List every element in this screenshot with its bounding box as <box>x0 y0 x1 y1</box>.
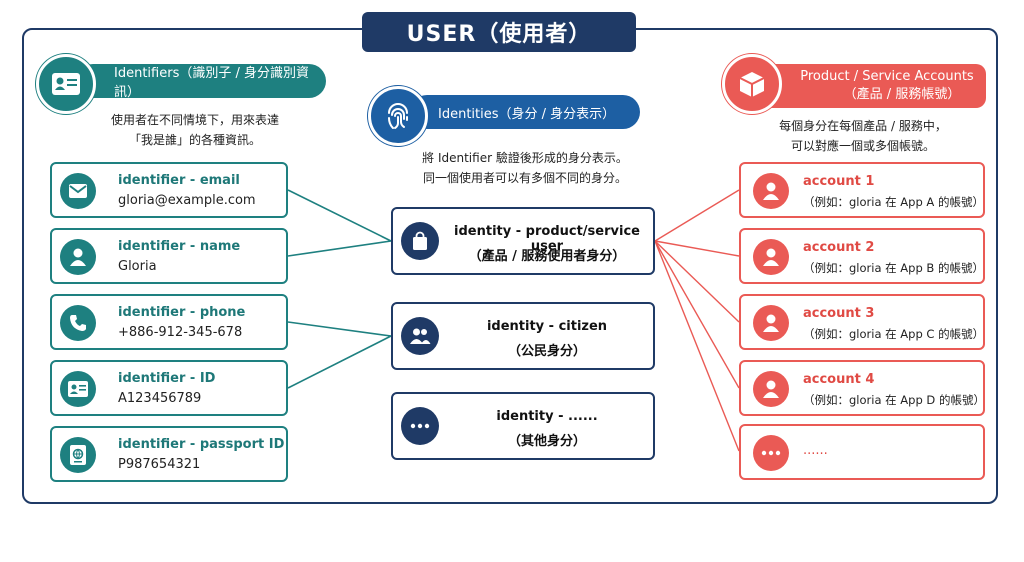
accounts-header-line2: （產品 / 服務帳號） <box>843 87 961 102</box>
account-sub: （例如：gloria 在 App A 的帳號） <box>803 195 984 209</box>
identity-card-citizen: identity - citizen （公民身分） <box>391 302 655 370</box>
account-label: account 3 <box>803 306 875 321</box>
identifier-card-passport: identifier - passport ID P987654321 <box>50 426 288 482</box>
identifiers-header: Identifiers（識別子 / 身分識別資訊） <box>76 64 326 100</box>
identifier-label: identifier - name <box>118 239 241 254</box>
identifiers-desc-line: 「我是誰」的各種資訊。 <box>128 133 261 147</box>
account-label: account 1 <box>803 174 875 189</box>
identities-desc-line: 將 Identifier 驗證後形成的身分表示。 <box>422 151 628 165</box>
person-icon <box>753 305 789 341</box>
connector-phone-citizen <box>287 321 392 337</box>
box-icon <box>722 54 782 114</box>
people-icon <box>401 317 439 355</box>
identity-label: identity - citizen <box>486 319 608 334</box>
identity-sub: （其他身分） <box>507 434 586 449</box>
id-card-icon <box>36 54 96 114</box>
connector-account-4 <box>654 240 740 389</box>
account-card-1: account 1 （例如：gloria 在 App A 的帳號） <box>739 162 985 218</box>
shopping-bag-icon <box>401 222 439 260</box>
identifier-value: +886-912-345-678 <box>118 325 243 340</box>
phone-icon <box>60 305 96 341</box>
account-label: account 4 <box>803 372 875 387</box>
identifier-card-email: identifier - email gloria@example.com <box>50 162 288 218</box>
account-sub: （例如：gloria 在 App C 的帳號） <box>803 327 985 341</box>
account-card-4: account 4 （例如：gloria 在 App D 的帳號） <box>739 360 985 416</box>
identifiers-description: 使用者在不同情境下，用來表達 「我是誰」的各種資訊。 <box>60 110 330 150</box>
identifier-label: identifier - ID <box>118 371 216 386</box>
accounts-description: 每個身分在每個產品 / 服務中， 可以對應一個或多個帳號。 <box>740 116 986 156</box>
more-icon <box>753 435 789 471</box>
identity-sub: （產品 / 服務使用者身分） <box>468 249 626 264</box>
more-icon <box>401 407 439 445</box>
account-sub: （例如：gloria 在 App B 的帳號） <box>803 261 984 275</box>
email-icon <box>60 173 96 209</box>
connector-account-3 <box>654 240 740 323</box>
connector-account-1 <box>654 189 740 242</box>
person-icon <box>753 371 789 407</box>
identifier-label: identifier - passport ID <box>118 437 285 452</box>
identity-label: identity - ...... <box>496 409 598 424</box>
person-icon <box>60 239 96 275</box>
connector-name-product <box>287 240 392 257</box>
identifier-card-id: identifier - ID A123456789 <box>50 360 288 416</box>
account-sub: （例如：gloria 在 App D 的帳號） <box>803 393 985 407</box>
identity-card-product-user: identity - product/service user （產品 / 服務… <box>391 207 655 275</box>
identifiers-desc-line: 使用者在不同情境下，用來表達 <box>110 113 279 127</box>
identifier-label: identifier - email <box>118 173 240 188</box>
identities-desc-line: 同一個使用者可以有多個不同的身分。 <box>422 171 627 185</box>
passport-icon <box>60 437 96 473</box>
account-card-3: account 3 （例如：gloria 在 App C 的帳號） <box>739 294 985 350</box>
accounts-header-line1: Product / Service Accounts <box>800 69 974 85</box>
identifier-value: A123456789 <box>118 391 202 406</box>
accounts-desc-line: 可以對應一個或多個帳號。 <box>790 139 935 153</box>
connector-id-citizen <box>287 335 392 389</box>
identifier-value: Gloria <box>118 259 157 274</box>
connector-email-product <box>287 189 392 242</box>
identifiers-header-label: Identifiers（識別子 / 身分識別資訊） <box>114 66 309 100</box>
identifier-card-name: identifier - name Gloria <box>50 228 288 284</box>
accounts-header: Product / Service Accounts （產品 / 服務帳號） <box>760 64 986 108</box>
identities-header: Identities（身分 / 身分表示） <box>410 95 640 129</box>
person-icon <box>753 173 789 209</box>
person-icon <box>753 239 789 275</box>
identifier-value: P987654321 <box>118 457 201 472</box>
identity-sub: （公民身分） <box>507 344 586 359</box>
connector-account-2 <box>654 240 740 257</box>
account-card-2: account 2 （例如：gloria 在 App B 的帳號） <box>739 228 985 284</box>
id-card-icon <box>60 371 96 407</box>
page-title: USER（使用者） <box>362 12 636 52</box>
fingerprint-icon <box>368 86 428 146</box>
identifier-label: identifier - phone <box>118 305 246 320</box>
identities-description: 將 Identifier 驗證後形成的身分表示。 同一個使用者可以有多個不同的身… <box>380 148 670 188</box>
connector-account-more <box>654 240 740 452</box>
identities-header-label: Identities（身分 / 身分表示） <box>438 106 616 122</box>
identifier-value: gloria@example.com <box>118 193 256 208</box>
account-label: ...... <box>803 443 828 458</box>
accounts-desc-line: 每個身分在每個產品 / 服務中， <box>779 119 947 133</box>
identity-label: identity - product/service user <box>454 224 640 254</box>
identity-card-other: identity - ...... （其他身分） <box>391 392 655 460</box>
account-card-more: ...... <box>739 424 985 480</box>
identifier-card-phone: identifier - phone +886-912-345-678 <box>50 294 288 350</box>
account-label: account 2 <box>803 240 875 255</box>
